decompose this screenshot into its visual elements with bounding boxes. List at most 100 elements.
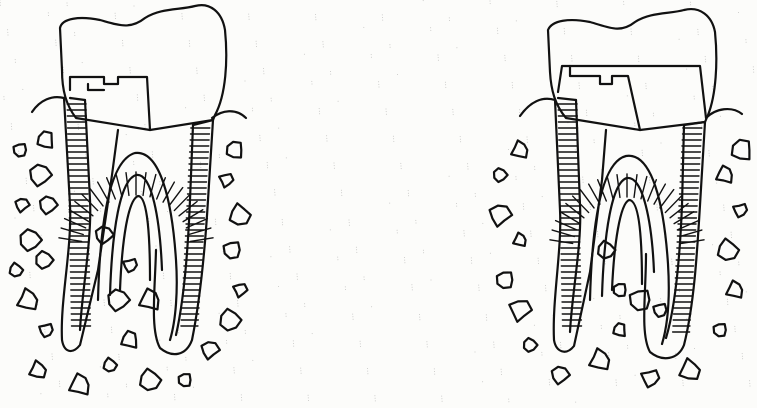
paper-speck: [341, 195, 342, 196]
paper-speck: [167, 367, 168, 368]
paper-speck: [690, 2, 691, 3]
paper-speck: [252, 360, 253, 361]
paper-speck: [579, 88, 580, 89]
paper-speck: [270, 256, 271, 257]
bone-trabecula: [224, 242, 240, 258]
paper-speck: [363, 27, 364, 28]
paper-speck: [486, 314, 487, 315]
paper-speck: [163, 278, 164, 279]
paper-speck: [375, 400, 376, 401]
paper-speck: [575, 149, 576, 150]
paper-speck: [475, 193, 476, 194]
hatch-stroke: [556, 221, 577, 230]
paper-speck: [478, 285, 479, 286]
paper-speck: [456, 206, 457, 207]
paper-speck: [289, 246, 290, 247]
paper-speck: [505, 60, 506, 61]
paper-speck: [171, 303, 172, 304]
paper-speck: [371, 57, 372, 58]
paper-speck: [141, 191, 142, 192]
paper-speck: [293, 343, 294, 344]
paper-speck: [434, 371, 435, 372]
paper-speck: [353, 319, 354, 320]
paper-speck: [386, 114, 387, 115]
paper-speck: [78, 129, 79, 130]
paper-speck: [620, 318, 621, 319]
bone-trabecula: [108, 290, 130, 312]
paper-speck: [634, 125, 635, 126]
paper-speck: [56, 45, 57, 46]
bone-trabecula: [14, 144, 27, 156]
paper-speck: [89, 250, 90, 251]
hatch-stroke: [116, 175, 122, 197]
paper-speck: [735, 329, 736, 330]
paper-speck: [471, 263, 472, 264]
paper-speck: [530, 233, 531, 234]
paper-speck: [367, 371, 368, 372]
paper-speck: [419, 317, 420, 318]
paper-speck: [40, 393, 41, 394]
paper-speck: [590, 206, 591, 207]
paper-speck: [111, 332, 112, 333]
bone-trabecula: [104, 358, 118, 372]
paper-speck: [92, 178, 93, 179]
paper-speck: [122, 45, 123, 46]
bone-trabecula: [524, 338, 538, 352]
paper-speck: [727, 301, 728, 302]
paper-speck: [679, 291, 680, 292]
paper-speck: [274, 189, 275, 190]
paper-speck: [482, 223, 483, 224]
paper-speck: [326, 138, 327, 139]
paper-speck: [531, 236, 532, 237]
paper-speck: [119, 357, 120, 358]
paper-speck: [675, 353, 676, 354]
paper-speck: [11, 123, 12, 124]
paper-speck: [367, 373, 368, 374]
paper-speck: [308, 400, 309, 401]
paper-speck: [397, 232, 398, 233]
bone-trabecula: [39, 324, 53, 337]
paper-speck: [297, 279, 298, 280]
paper-speck: [260, 138, 261, 139]
bone-trabecula: [679, 358, 700, 379]
paper-speck: [379, 87, 380, 88]
paper-speck: [616, 382, 617, 383]
paper-speck: [527, 142, 528, 143]
paper-speck: [41, 235, 42, 236]
paper-speck: [438, 57, 439, 58]
paper-speck: [449, 17, 450, 18]
paper-speck: [490, 253, 491, 254]
paper-speck: [167, 211, 168, 212]
bone-trabecula: [10, 263, 24, 277]
paper-speck: [538, 260, 539, 261]
paper-speck: [445, 87, 446, 88]
paper-speck: [727, 299, 728, 300]
paper-speck: [389, 203, 390, 204]
paper-speck: [541, 352, 542, 353]
paper-speck: [230, 278, 231, 279]
bone-trabecula: [716, 166, 732, 183]
paper-speck: [382, 14, 383, 15]
paper-speck: [694, 96, 695, 97]
paper-speck: [586, 110, 587, 111]
paper-speck: [107, 396, 108, 397]
paper-speck: [233, 367, 234, 368]
paper-speck: [523, 206, 524, 207]
paper-speck: [241, 394, 242, 395]
paper-speck: [115, 13, 116, 14]
paper-speck: [698, 34, 699, 35]
paper-speck: [746, 291, 747, 292]
hatch-stroke: [634, 175, 637, 198]
paper-speck: [4, 99, 5, 100]
paper-speck: [534, 166, 535, 167]
paper-speck: [738, 12, 739, 13]
paper-speck: [44, 329, 45, 330]
paper-speck: [197, 73, 198, 74]
bone-trabecula: [29, 360, 46, 377]
paper-speck: [479, 290, 480, 291]
paper-speck: [705, 56, 706, 57]
bone-trabecula: [17, 288, 37, 309]
paper-speck: [597, 234, 598, 235]
paper-speck: [438, 60, 439, 61]
bone-trabecula: [630, 291, 650, 311]
